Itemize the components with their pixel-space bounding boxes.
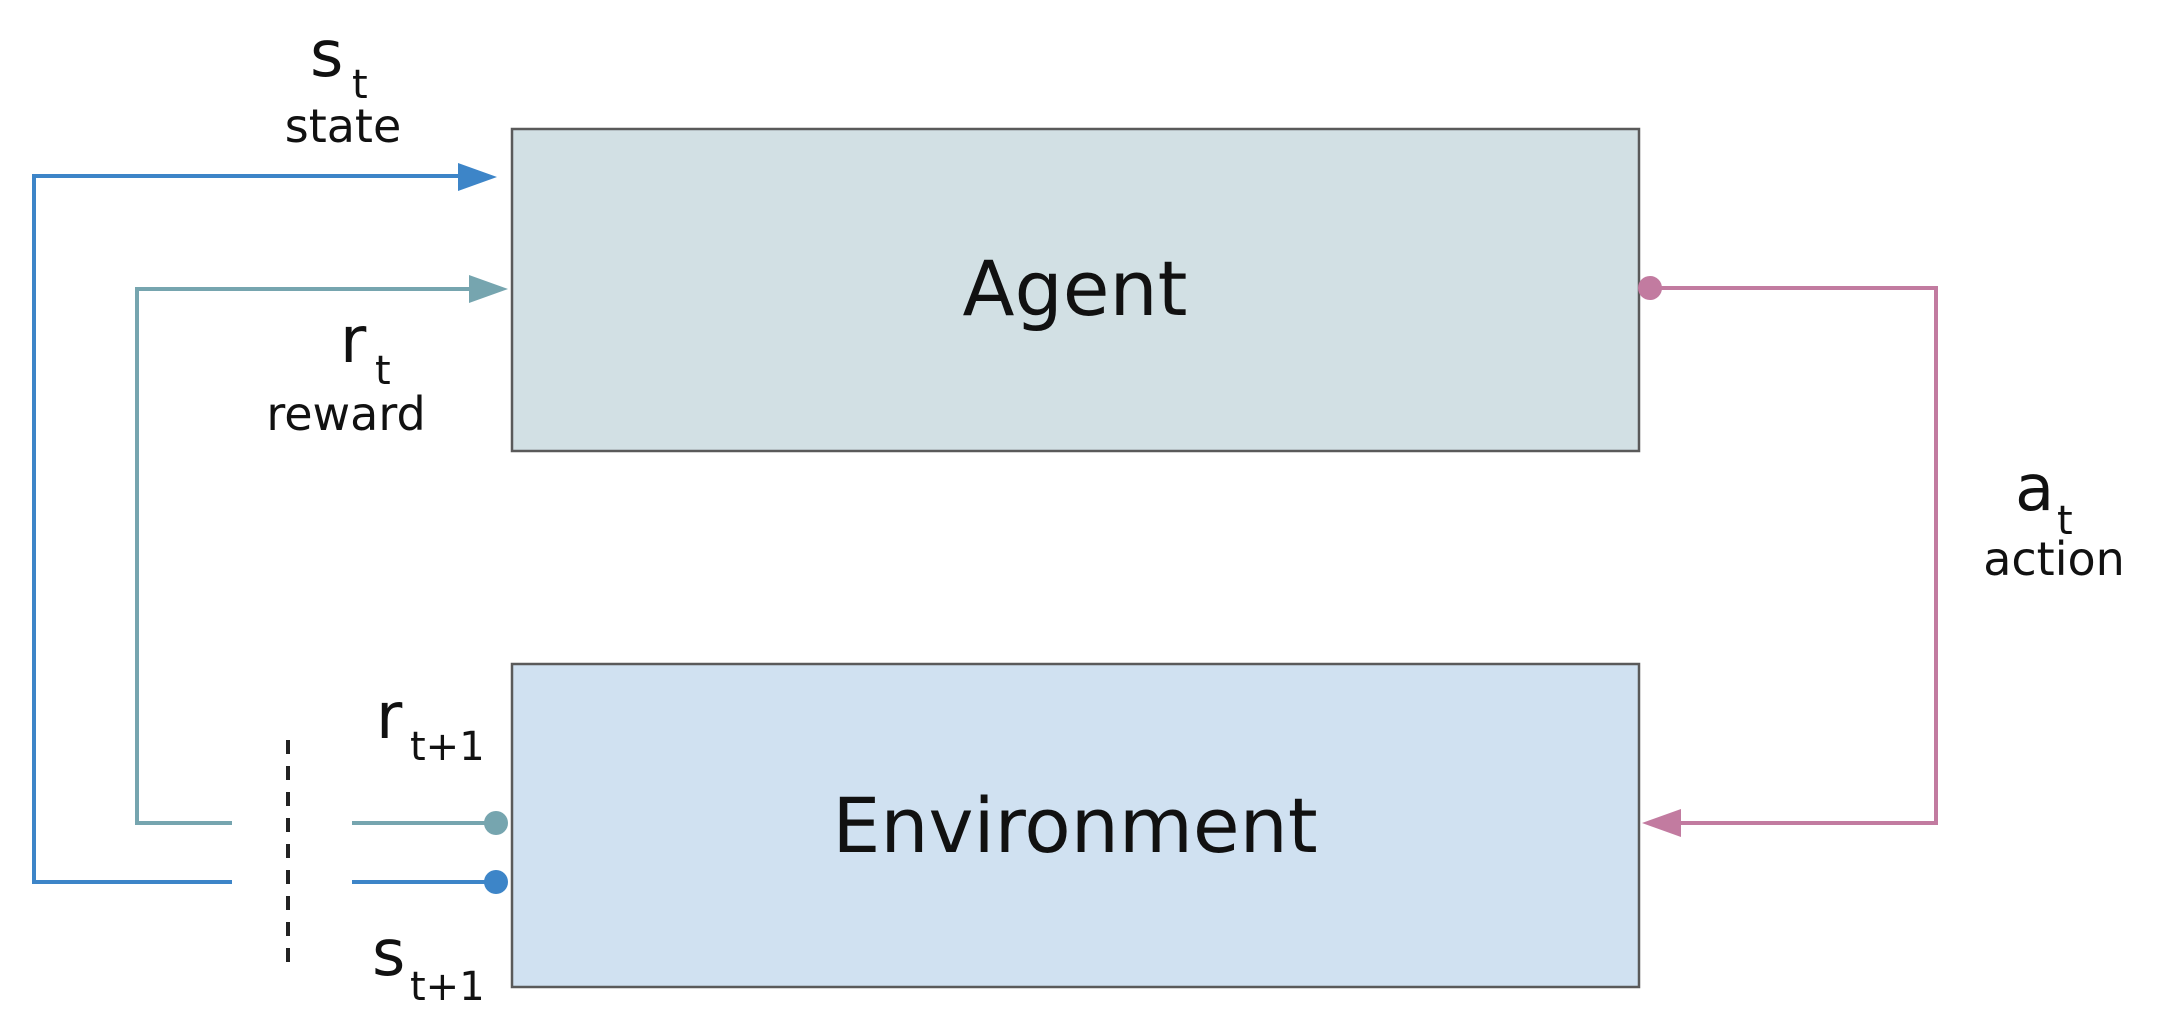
state-arrowhead bbox=[458, 163, 497, 191]
next-state-symbol: s bbox=[372, 917, 405, 991]
state-word: state bbox=[285, 99, 402, 153]
reward-subscript: t bbox=[375, 348, 391, 394]
state-feedback-line bbox=[32, 174, 462, 884]
environment-label: Environment bbox=[832, 781, 1317, 870]
reward-arrowhead bbox=[469, 275, 508, 303]
reward-symbol: r bbox=[340, 304, 367, 378]
reward-word: reward bbox=[266, 387, 425, 441]
action-word: action bbox=[1983, 532, 2125, 586]
action-arrowhead bbox=[1642, 809, 1681, 837]
agent-box bbox=[510, 127, 1641, 453]
action-subscript: t bbox=[2057, 498, 2073, 544]
next-reward-subscript: t+1 bbox=[410, 724, 485, 770]
action-line bbox=[1650, 286, 1938, 825]
next-state-subscript: t+1 bbox=[410, 964, 485, 1010]
reward-feedback-line bbox=[135, 287, 472, 825]
action-symbol: a bbox=[2015, 452, 2054, 526]
next-reward-dot bbox=[484, 811, 508, 835]
next-state-dot bbox=[484, 870, 508, 894]
next-reward-symbol: r bbox=[376, 680, 403, 754]
environment-box bbox=[510, 662, 1641, 989]
state-symbol: s bbox=[310, 18, 343, 92]
state-subscript: t bbox=[352, 62, 368, 108]
agent-label: Agent bbox=[963, 244, 1188, 333]
